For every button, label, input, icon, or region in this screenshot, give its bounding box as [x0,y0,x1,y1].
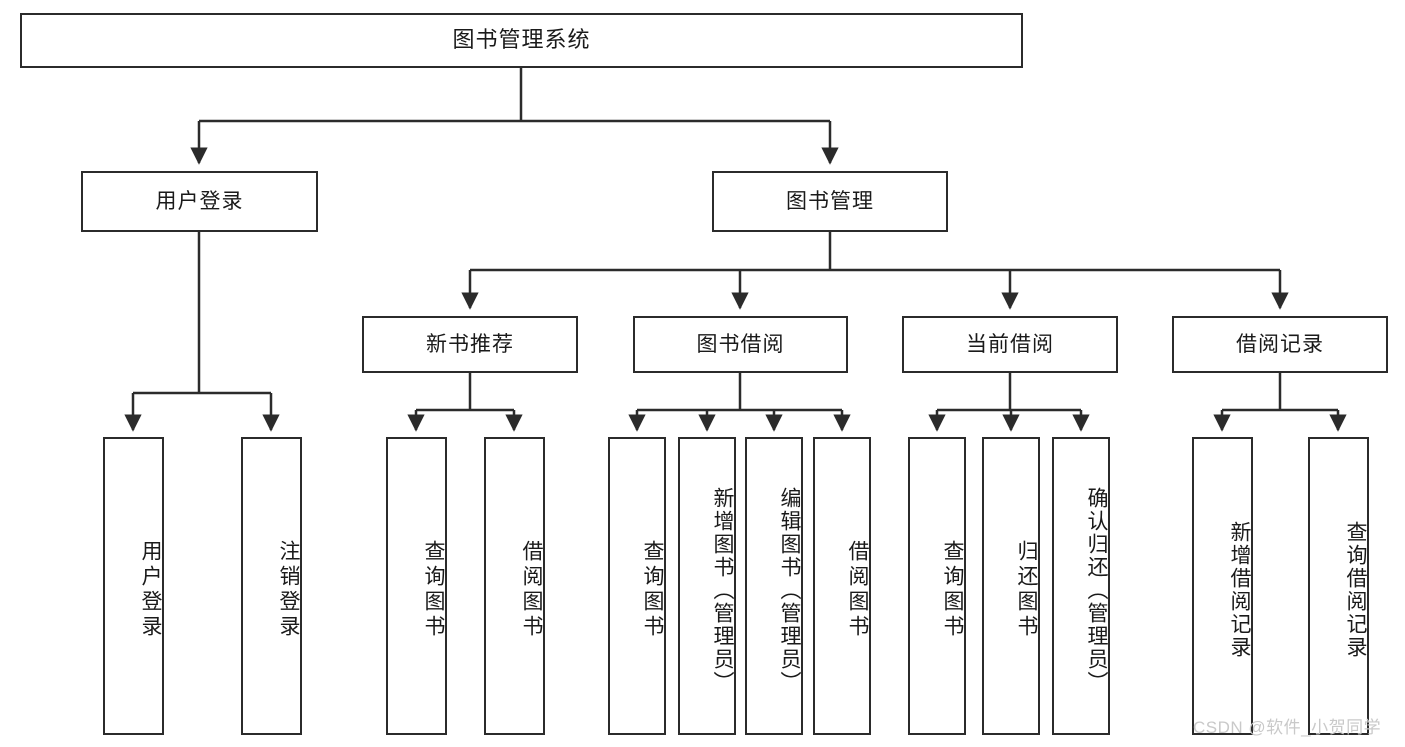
node-leaf-logout-login[interactable]: 注销登录 [241,437,302,735]
node-user-login[interactable]: 用户登录 [81,171,318,232]
node-book-manage[interactable]: 图书管理 [712,171,948,232]
csdn-watermark: CSDN @软件_小贺同学 [1193,718,1382,737]
node-leaf-query-book-2[interactable]: 查询图书 [608,437,666,735]
node-borrow-record[interactable]: 借阅记录 [1172,316,1388,373]
node-leaf-edit-book-admin[interactable]: 编辑图书（管理员） [745,437,803,735]
node-current-borrow[interactable]: 当前借阅 [902,316,1118,373]
node-new-book-recommend[interactable]: 新书推荐 [362,316,578,373]
node-leaf-borrow-book-1[interactable]: 借阅图书 [484,437,545,735]
node-leaf-borrow-book-2[interactable]: 借阅图书 [813,437,871,735]
node-leaf-user-login[interactable]: 用户登录 [103,437,164,735]
node-leaf-query-book-3[interactable]: 查询图书 [908,437,966,735]
node-leaf-confirm-return-admin[interactable]: 确认归还（管理员） [1052,437,1110,735]
node-book-borrow[interactable]: 图书借阅 [633,316,848,373]
node-leaf-query-borrow-record[interactable]: 查询借阅记录 [1308,437,1369,735]
node-root[interactable]: 图书管理系统 [20,13,1023,68]
node-leaf-return-book[interactable]: 归还图书 [982,437,1040,735]
node-leaf-add-book-admin[interactable]: 新增图书（管理员） [678,437,736,735]
node-leaf-add-borrow-record[interactable]: 新增借阅记录 [1192,437,1253,735]
node-leaf-query-book-1[interactable]: 查询图书 [386,437,447,735]
